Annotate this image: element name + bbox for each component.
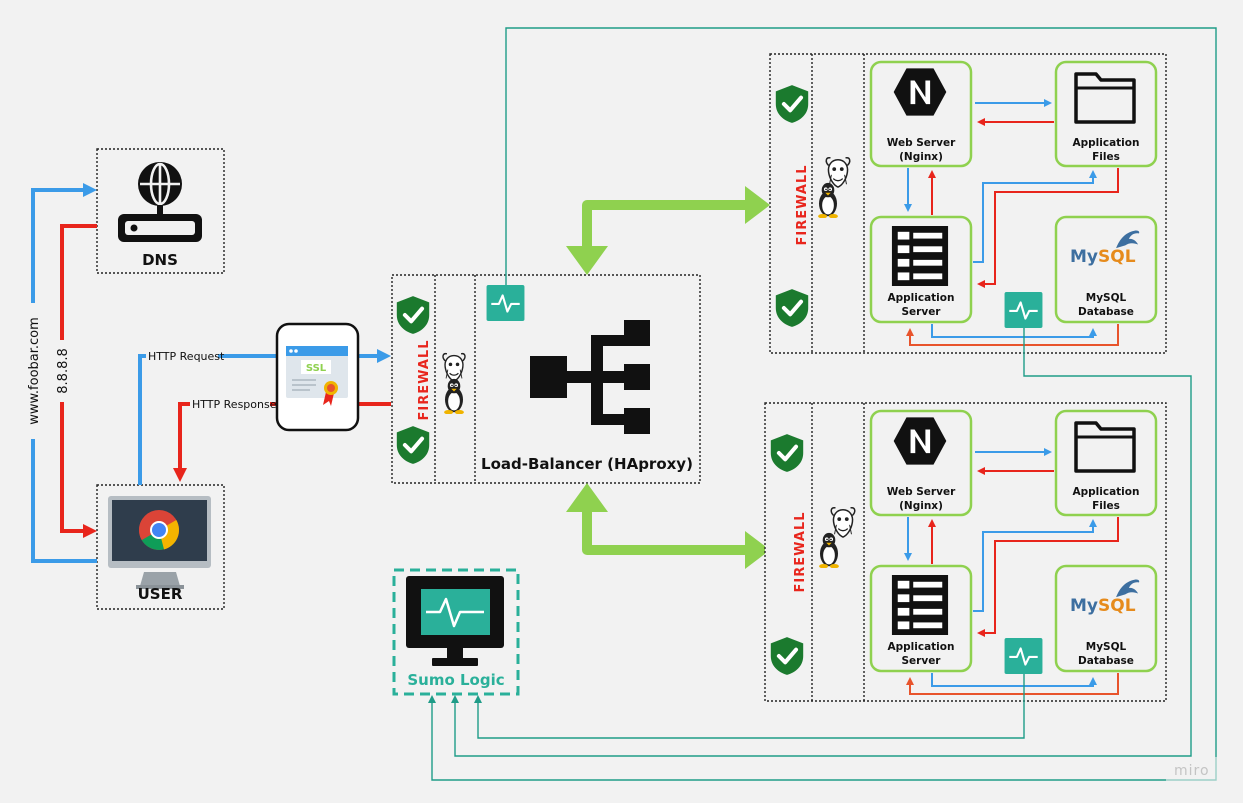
lb-to-server-1-arrow: [566, 186, 770, 275]
mysql-label: MySQL: [1086, 641, 1127, 653]
ip-label-box: 8.8.8.8: [52, 340, 72, 402]
mysql-logo-my: My: [1070, 247, 1098, 267]
app-files-card: Application Files: [1054, 60, 1158, 168]
app-files-card: Application Files: [1054, 409, 1158, 517]
app-files-label: Application: [1073, 486, 1140, 498]
dns-box: DNS: [96, 148, 225, 274]
firewall-label: FIREWALL: [795, 165, 810, 246]
app-server-label: Application: [888, 292, 955, 304]
load-balancer-box: FIREWALL Load-Balancer (HAproxy): [391, 274, 701, 484]
monitoring-agent-icon: [486, 285, 525, 321]
app-server-icon: [891, 575, 949, 635]
mysql-logo-sql: SQL: [1098, 247, 1136, 267]
user-label: USER: [138, 585, 183, 603]
load-balancer-icon: [530, 320, 650, 434]
mysql-logo-my: My: [1070, 596, 1098, 616]
monitoring-lines: [428, 27, 1217, 781]
web-server-label: Web Server: [887, 486, 956, 498]
app-server-sublabel: Server: [901, 306, 941, 318]
monitoring-agent-icon: [1004, 638, 1043, 674]
mysql-card: My SQL MySQL Database: [1054, 564, 1158, 673]
mysql-label: MySQL: [1086, 292, 1127, 304]
app-files-sublabel: Files: [1092, 151, 1120, 163]
dns-server-icon: [118, 162, 202, 242]
app-files-sublabel: Files: [1092, 500, 1120, 512]
web-server-card: Web Server (Nginx): [869, 60, 973, 168]
domain-label: www.foobar.com: [27, 317, 42, 425]
sumo-logic-box: Sumo Logic: [392, 568, 520, 696]
http-request-label: HTTP Request: [148, 350, 225, 363]
miro-watermark: miro: [1174, 763, 1210, 779]
ip-label: 8.8.8.8: [56, 348, 71, 393]
ssl-certificate: SSL: [275, 322, 360, 432]
browser-monitor-icon: [108, 496, 211, 589]
server-1-internal-flows: [904, 99, 1119, 346]
http-request-arrow: [138, 349, 391, 485]
domain-label-box: www.foobar.com: [23, 303, 43, 439]
app-server-card: Application Server: [869, 215, 973, 324]
mysql-sublabel: Database: [1078, 655, 1134, 667]
server-1-box: FIREWALL Web Server (Nginx) Application …: [769, 53, 1167, 354]
user-box: USER: [96, 484, 225, 610]
chrome-icon: [139, 510, 179, 550]
web-server-card: Web Server (Nginx): [869, 409, 973, 517]
web-server-sublabel: (Nginx): [899, 151, 943, 163]
rosette-icon: [323, 381, 338, 406]
app-server-label: Application: [888, 641, 955, 653]
mysql-card: My SQL MySQL Database: [1054, 215, 1158, 324]
http-response-label: HTTP Response: [192, 398, 277, 411]
ssl-label: SSL: [306, 363, 327, 374]
load-balancer-label: Load-Balancer (HAproxy): [481, 455, 693, 473]
ssl-badge-icon: [301, 360, 331, 374]
firewall-label: FIREWALL: [417, 340, 432, 421]
mysql-logo-sql: SQL: [1098, 596, 1136, 616]
web-server-label: Web Server: [887, 137, 956, 149]
app-files-label: Application: [1073, 137, 1140, 149]
mysql-logo-icon: My SQL: [1070, 579, 1140, 616]
app-server-sublabel: Server: [901, 655, 941, 667]
monitoring-agent-icon: [1004, 292, 1043, 328]
app-server-card: Application Server: [869, 564, 973, 673]
monitor-icon: [406, 576, 504, 666]
sumo-logic-label: Sumo Logic: [407, 671, 504, 689]
mysql-logo-icon: My SQL: [1070, 230, 1140, 267]
server-2-internal-flows: [904, 448, 1119, 695]
web-server-sublabel: (Nginx): [899, 500, 943, 512]
dns-label: DNS: [142, 251, 178, 269]
server-2-box: FIREWALL Web Server (Nginx) Application …: [764, 402, 1167, 702]
mysql-sublabel: Database: [1078, 306, 1134, 318]
app-server-icon: [891, 226, 949, 286]
firewall-label: FIREWALL: [793, 512, 808, 593]
lb-to-server-2-arrow: [566, 483, 770, 569]
